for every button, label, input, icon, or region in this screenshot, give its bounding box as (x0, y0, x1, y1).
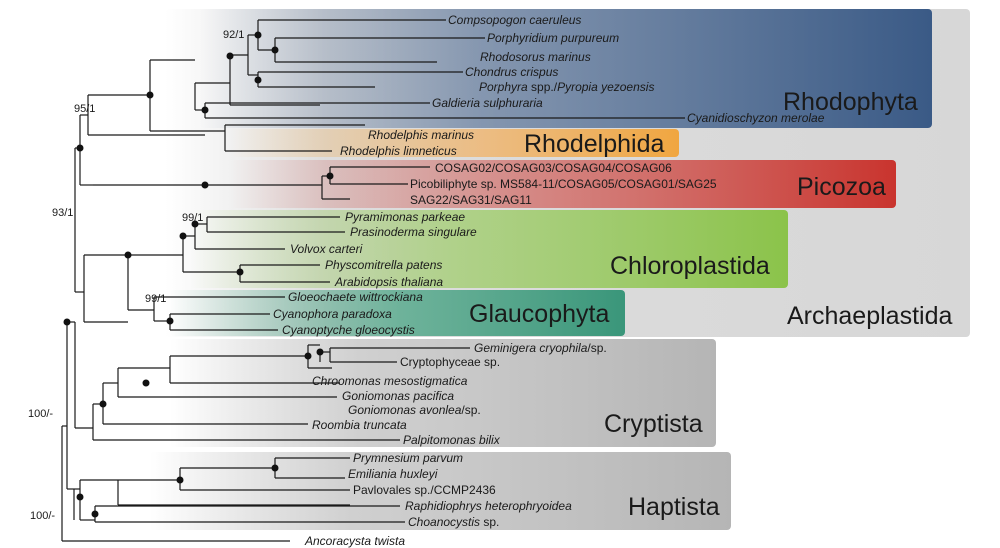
taxon-sag22: SAG22/SAG31/SAG11 (410, 193, 532, 207)
taxon-prymnesium: Prymnesium parvum (353, 451, 463, 465)
taxon-choanocystis: Choanocystis sp. (408, 515, 499, 529)
taxon-rhodelphis-marinus: Rhodelphis marinus (368, 128, 474, 142)
taxon-emiliania: Emiliania huxleyi (348, 467, 438, 481)
support-93: 93/1 (52, 207, 73, 219)
taxon-cosag: COSAG02/COSAG03/COSAG04/COSAG06 (435, 161, 672, 175)
picozoa-box (230, 160, 896, 208)
taxon-chondrus: Chondrus crispus (465, 65, 558, 79)
taxon-galdieria: Galdieria sulphuraria (432, 96, 543, 110)
taxon-cyanoptyche: Cyanoptyche gloeocystis (282, 323, 415, 337)
support-100b: 100/- (30, 510, 55, 522)
taxon-gloeochaete: Gloeochaete wittrockiana (288, 290, 423, 304)
taxon-cyanophora: Cyanophora paradoxa (273, 307, 392, 321)
taxon-rhodosorus: Rhodosorus marinus (480, 50, 591, 64)
support-92: 92/1 (223, 29, 244, 41)
taxon-rhodelphis-limneticus: Rhodelphis limneticus (340, 144, 457, 158)
taxon-physcomitrella: Physcomitrella patens (325, 258, 442, 272)
clade-label-cryptista: Cryptista (604, 410, 703, 438)
taxon-compsopogon: Compsopogon caeruleus (448, 13, 581, 27)
haptista-box (150, 452, 731, 530)
taxon-cryptophyceae: Cryptophyceae sp. (400, 355, 500, 369)
taxon-pavlovales: Pavlovales sp./CCMP2436 (353, 483, 496, 497)
taxon-geminigera: Geminigera cryophila/sp. (474, 341, 607, 355)
taxon-ancoracysta: Ancoracysta twista (304, 534, 405, 548)
support-100a: 100/- (28, 408, 53, 420)
taxon-raphidiophrys: Raphidiophrys heterophryoidea (405, 499, 572, 513)
clade-label-haptista: Haptista (628, 493, 720, 521)
cryptista-box (170, 339, 716, 447)
clade-label-rhodelphida: Rhodelphida (524, 130, 664, 158)
taxon-cyanidioschyzon: Cyanidioschyzon merolae (687, 111, 825, 125)
taxon-porphyra: Porphyra spp./Pyropia yezoensis (479, 80, 654, 94)
chloroplastida-box (190, 210, 788, 288)
clade-label-glaucophyta: Glaucophyta (469, 300, 609, 328)
taxon-chroomonas: Chroomonas mesostigmatica (312, 374, 468, 388)
clade-label-archaeplastida: Archaeplastida (787, 302, 952, 330)
taxon-goniomonas-pacifica: Goniomonas pacifica (342, 389, 454, 403)
taxon-goniomonas-avonlea: Goniomonas avonlea/sp. (348, 403, 481, 417)
clade-label-picozoa: Picozoa (797, 173, 886, 201)
taxon-roombia: Roombia truncata (312, 418, 407, 432)
support-99a: 99/1 (182, 212, 203, 224)
taxon-volvox: Volvox carteri (290, 242, 363, 256)
support-95: 95/1 (74, 103, 95, 115)
clade-label-rhodophyta: Rhodophyta (783, 88, 918, 116)
clade-label-chloroplastida: Chloroplastida (610, 252, 770, 280)
support-nodes (63, 31, 334, 518)
rhodelphida-box (230, 129, 679, 157)
taxon-prasinoderma: Prasinoderma singulare (350, 225, 477, 239)
taxon-palpitomonas: Palpitomonas bilix (403, 433, 501, 447)
taxon-picobiliphyte: Picobiliphyte sp. MS584-11/COSAG05/COSAG… (410, 177, 717, 191)
taxon-pyramimonas: Pyramimonas parkeae (345, 210, 465, 224)
taxon-arabidopsis: Arabidopsis thaliana (334, 275, 443, 289)
glaucophyta-box (170, 290, 625, 336)
rhodophyta-box (200, 9, 932, 128)
taxon-porphyridium: Porphyridium purpureum (487, 31, 619, 45)
support-99b: 99/1 (145, 293, 166, 305)
taxa-labels: Compsopogon caeruleus Porphyridium purpu… (273, 13, 825, 548)
